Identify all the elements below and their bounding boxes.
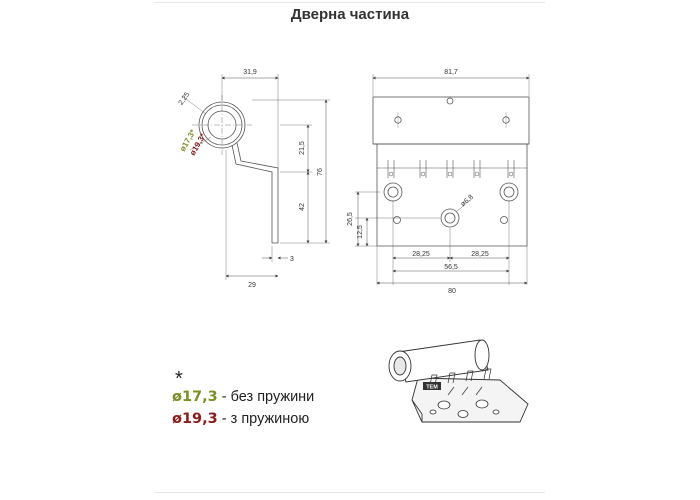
brand-badge [423, 382, 441, 390]
side-view [181, 74, 330, 280]
big-hole-center [440, 208, 460, 228]
side-dim-pin: 2,25 [178, 91, 192, 106]
side-dim-upper: 21,5 [299, 141, 306, 155]
legend-value-green: ø17,3 [172, 389, 218, 405]
brand-badge-text: TEM [426, 385, 438, 391]
side-dim-thick: 3 [290, 256, 294, 263]
big-hole-right [499, 182, 519, 202]
side-dim-base: 29 [248, 282, 256, 289]
legend: * ø17,3 - без пружини ø19,3 - з пружиною [172, 368, 314, 430]
front-dim-half-right: 28,25 [471, 251, 489, 258]
front-dim-h1: 26,5 [347, 212, 354, 226]
front-view [355, 74, 530, 285]
front-dim-bottom: 80 [448, 288, 456, 295]
legend-star: * [175, 368, 183, 390]
legend-text-spring: - з пружиною [217, 411, 310, 427]
side-dim-total: 76 [317, 168, 324, 176]
page-title: Дверна частина [290, 6, 410, 23]
front-dim-h2: 12,5 [357, 225, 364, 239]
front-dim-hole: ø6,8 [460, 194, 475, 208]
side-dim-top: 31,9 [243, 69, 257, 76]
top-divider [155, 2, 545, 3]
side-dim-lower: 42 [299, 203, 306, 211]
front-dim-half-left: 28,25 [412, 251, 430, 258]
big-hole-left [383, 182, 403, 202]
front-view-labels: 81,7 26,5 12,5 28,25 28,25 56,5 80 ø6,8 [347, 69, 489, 295]
legend-text-no-spring: - без пружини [217, 389, 315, 405]
leaf-plate [376, 144, 528, 247]
legend-item-spring: ø19,3 - з пружиною [172, 408, 314, 430]
front-dim-top: 81,7 [444, 69, 458, 76]
bottom-divider [155, 492, 545, 493]
legend-value-red: ø19,3 [172, 411, 218, 427]
hinge-illustration: TEM [388, 339, 529, 423]
leaf-profile [231, 142, 279, 244]
legend-item-no-spring: ø17,3 - без пружини [172, 386, 314, 408]
front-dim-center: 56,5 [444, 264, 458, 271]
side-view-labels: 31,9 2,25 21,5 42 76 29 3 ø17,3* ø19,3* [178, 69, 324, 289]
